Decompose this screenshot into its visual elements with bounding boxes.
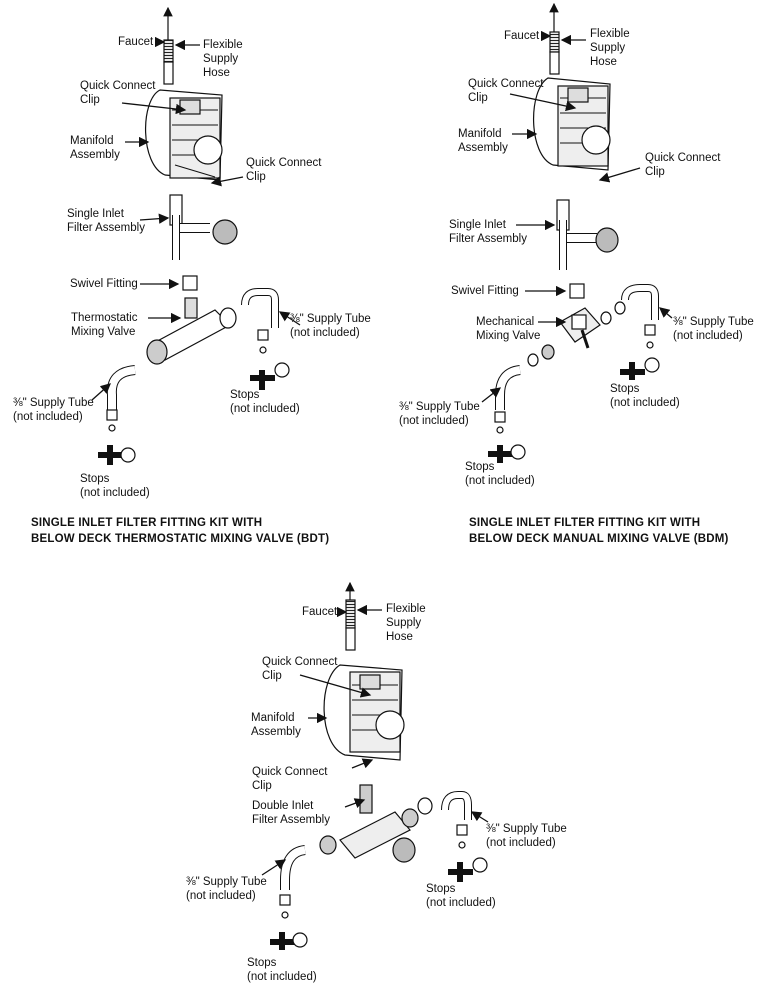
tube-left-label: ⅜" Supply Tube (not included)	[186, 876, 267, 902]
manifold-label: Manifold Assembly	[458, 128, 508, 154]
hose-label: Flexible Supply Hose	[203, 39, 243, 79]
caption-line-1: SINGLE INLET FILTER FITTING KIT WITH	[31, 517, 263, 529]
diagram-bdm	[481, 2, 673, 463]
stop-left-icon	[98, 445, 136, 465]
qc-clip-top-label: Quick Connect Clip	[262, 656, 338, 682]
filter-icon	[556, 199, 619, 270]
stop-right-icon	[620, 357, 660, 380]
faucet-label: Faucet	[118, 36, 154, 48]
stop-left-icon	[270, 932, 308, 950]
faucet-label: Faucet	[302, 606, 338, 618]
stop-right-icon	[448, 857, 488, 882]
stops-right-label: Stops (not included)	[426, 883, 496, 909]
stops-left-label: Stops (not included)	[80, 473, 150, 499]
hose-label: Flexible Supply Hose	[590, 28, 630, 68]
diagram-bdt	[91, 6, 301, 465]
manifold-icon	[144, 89, 223, 181]
manifold-icon	[323, 664, 405, 761]
filter-icon	[169, 194, 238, 260]
filter-label: Double Inlet Filter Assembly	[252, 800, 330, 826]
swivel-icon	[569, 283, 585, 299]
stops-right-label: Stops (not included)	[610, 383, 680, 409]
qc-clip-top-label: Quick Connect Clip	[468, 78, 544, 104]
stop-left-icon	[488, 444, 526, 463]
swivel-label: Swivel Fitting	[70, 278, 138, 290]
qc-clip-side-label: Quick Connect Clip	[645, 152, 721, 178]
caption-line-1: SINGLE INLET FILTER FITTING KIT WITH	[469, 517, 701, 529]
qc-clip-side-label: Quick Connect Clip	[252, 766, 328, 792]
hose-icon	[163, 39, 174, 63]
valve-label: Mechanical Mixing Valve	[476, 316, 541, 342]
tube-right-label: ⅜" Supply Tube (not included)	[290, 313, 371, 339]
faucet-label: Faucet	[504, 30, 540, 42]
filter-icon	[319, 784, 433, 863]
hose-icon	[345, 599, 356, 629]
valve-icon	[559, 307, 601, 349]
tube-left-label: ⅜" Supply Tube (not included)	[13, 397, 94, 423]
diagram-double-inlet	[261, 581, 489, 950]
valve-icon	[146, 297, 237, 365]
hose-label: Flexible Supply Hose	[386, 603, 426, 643]
filter-label: Single Inlet Filter Assembly	[67, 208, 145, 234]
qc-clip-side-label: Quick Connect Clip	[246, 157, 322, 183]
caption-line-2: BELOW DECK MANUAL MIXING VALVE (BDM)	[469, 533, 729, 545]
stops-left-label: Stops (not included)	[465, 461, 535, 487]
filter-label: Single Inlet Filter Assembly	[449, 219, 527, 245]
stop-right-icon	[250, 362, 290, 390]
caption-line-2: BELOW DECK THERMOSTATIC MIXING VALVE (BD…	[31, 533, 330, 545]
manifold-icon	[532, 77, 611, 171]
qc-clip-top-label: Quick Connect Clip	[80, 80, 156, 106]
tube-right-label: ⅜" Supply Tube (not included)	[486, 823, 567, 849]
tube-left-label: ⅜" Supply Tube (not included)	[399, 401, 480, 427]
swivel-icon	[182, 275, 198, 291]
manifold-label: Manifold Assembly	[251, 712, 301, 738]
valve-label: Thermostatic Mixing Valve	[71, 312, 138, 338]
manifold-label: Manifold Assembly	[70, 135, 120, 161]
stops-right-label: Stops (not included)	[230, 389, 300, 415]
stops-left-label: Stops (not included)	[247, 957, 317, 983]
tube-right-label: ⅜" Supply Tube (not included)	[673, 316, 754, 342]
swivel-label: Swivel Fitting	[451, 285, 519, 297]
hose-icon	[549, 31, 560, 53]
